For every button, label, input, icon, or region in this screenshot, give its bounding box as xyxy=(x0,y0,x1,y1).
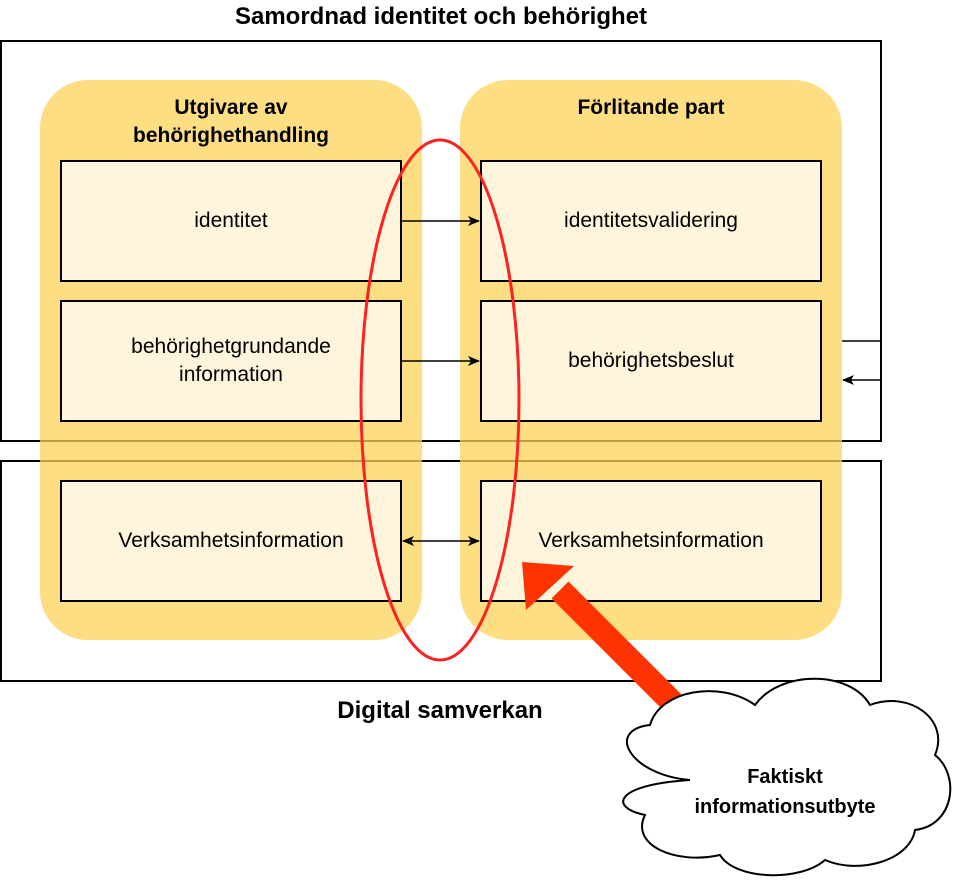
issuer-column-title: Utgivare av behörighethandling xyxy=(40,94,422,150)
issuer-identity-box: identitet xyxy=(60,160,402,282)
cloud-label-line2: informationsutbyte xyxy=(694,796,876,818)
issuer-title-line1: Utgivare av xyxy=(174,96,288,119)
issuer-business-info-label: Verksamhetsinformation xyxy=(118,529,344,552)
issuer-title-line2: behörighethandling xyxy=(133,124,329,147)
bottom-title: Digital samverkan xyxy=(337,697,543,724)
cloud-label-line1: Faktiskt xyxy=(747,766,823,788)
top-title: Samordnad identitet och behörighet xyxy=(234,3,648,30)
issuer-authorization-info-box: behörighetgrundande information xyxy=(60,300,402,422)
relying-identity-validation-label: identitetsvalidering xyxy=(564,209,738,232)
relying-party-column-title: Förlitande part xyxy=(577,96,725,119)
issuer-business-info-box: Verksamhetsinformation xyxy=(60,480,402,602)
relying-business-info-box: Verksamhetsinformation xyxy=(480,480,822,602)
relying-identity-validation-box: identitetsvalidering xyxy=(480,160,822,282)
relying-authorization-decision-label: behörighetsbeslut xyxy=(568,349,734,372)
relying-authorization-decision-box: behörighetsbeslut xyxy=(480,300,822,422)
issuer-authorization-label-line2: information xyxy=(179,363,283,386)
relying-business-info-label: Verksamhetsinformation xyxy=(538,529,764,552)
issuer-authorization-label-line1: behörighetgrundande xyxy=(131,335,331,358)
issuer-identity-label: identitet xyxy=(194,209,268,232)
cloud-label: Faktiskt informationsutbyte xyxy=(660,762,910,822)
